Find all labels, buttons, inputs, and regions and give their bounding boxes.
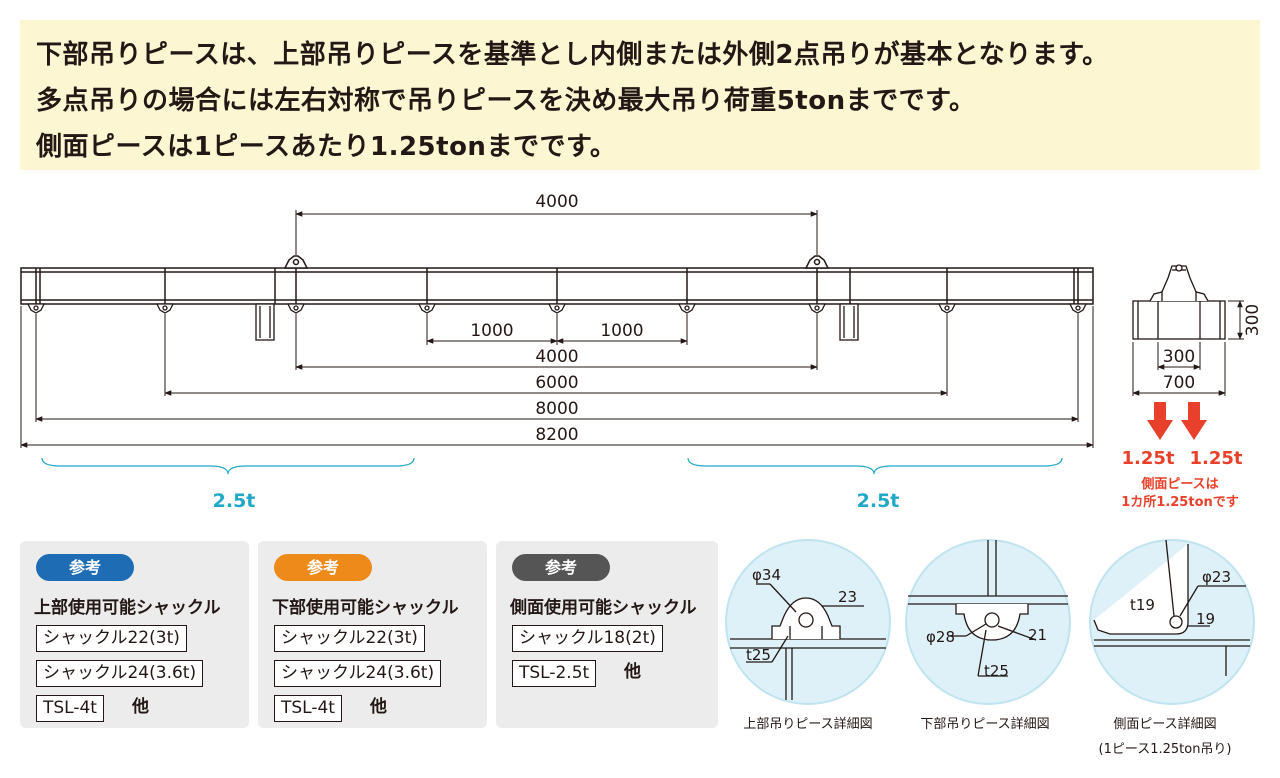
side-dim-300-width: 300 (1163, 347, 1195, 367)
detail1-phi34: φ34 (752, 566, 781, 584)
detail2-phi28: φ28 (926, 628, 955, 646)
detail2-caption: 下部吊りピース詳細図 (920, 716, 1049, 732)
shackle-item: TSL-4t (274, 695, 342, 722)
panel-title: 上部使用可能シャックル (34, 598, 221, 618)
side-dim-700: 700 (1163, 373, 1195, 393)
detail3-caption: 側面ピース詳細図 (1113, 716, 1216, 732)
load-braces (41, 457, 1063, 475)
detail2-t25: t25 (984, 662, 1009, 680)
shackle-item: シャックル18(2t) (512, 625, 663, 652)
shackle-item: シャックル22(3t) (36, 625, 187, 652)
shackle-item: シャックル24(3.6t) (36, 660, 204, 687)
beam-front-view (20, 267, 1094, 305)
badge-reference: 参考 (36, 554, 134, 581)
shackle-item: TSL-4t (36, 695, 104, 722)
detail3-phi23: φ23 (1202, 568, 1231, 586)
detail1-t25: t25 (746, 646, 771, 664)
bottom-lifting-pieces (26, 303, 1088, 314)
dim-4000: 4000 (535, 347, 578, 367)
side-pieces (255, 303, 859, 341)
banner-line-2: 多点吊りの場合には左右対称で吊りピースを決め最大吊り荷重5tonまでです。 (36, 86, 976, 116)
dim-8000: 8000 (535, 399, 578, 419)
dim-8200: 8200 (535, 425, 578, 445)
dim-1000-left: 1000 (470, 321, 513, 341)
side-load-arrows (1147, 402, 1207, 440)
dim-top-4000: 4000 (535, 192, 578, 212)
detail3-t19: t19 (1130, 596, 1155, 614)
panel-title: 側面使用可能シャックル (510, 598, 697, 618)
badge-reference: 参考 (274, 554, 372, 581)
side-note-line2: 1カ所1.25tonです (1121, 494, 1239, 510)
detail3-19: 19 (1196, 610, 1215, 628)
detail3-caption2: (1ピース1.25ton吊り) (1099, 742, 1232, 757)
shackle-item: TSL-2.5t (512, 660, 597, 687)
detail1-caption: 上部吊りピース詳細図 (743, 716, 872, 732)
side-load-left: 1.25t (1121, 448, 1174, 469)
other-label: 他 (132, 697, 149, 717)
detail-bottom-piece: φ28 21 t25 (905, 539, 1071, 705)
badge-reference: 参考 (512, 554, 610, 581)
arrow-down-right-icon (1181, 402, 1207, 440)
dim-6000: 6000 (535, 373, 578, 393)
shackle-item: シャックル24(3.6t) (274, 660, 442, 687)
panel-side-shackles: 参考 側面使用可能シャックル シャックル18(2t) TSL-2.5t 他 (496, 541, 718, 728)
detail2-21: 21 (1028, 626, 1047, 644)
shackle-item: シャックル22(3t) (274, 625, 425, 652)
banner-line-1: 下部吊りピースは、上部吊りピースを基準とし内側または外側2点吊りが基本となります… (36, 40, 1109, 70)
banner-line-3: 側面ピースは1ピースあたり1.25tonまでです。 (36, 132, 617, 162)
info-banner: 下部吊りピースは、上部吊りピースを基準とし内側または外側2点吊りが基本となります… (20, 20, 1260, 170)
side-dim-300-height: 300 (1243, 304, 1263, 336)
other-label: 他 (370, 697, 387, 717)
arrow-down-left-icon (1147, 402, 1173, 440)
load-right-label: 2.5t (857, 490, 900, 512)
top-lifting-piece-right (804, 255, 830, 269)
panel-bottom-shackles: 参考 下部使用可能シャックル シャックル22(3t) シャックル24(3.6t)… (258, 541, 487, 728)
detail-top-piece: φ34 23 t25 (725, 539, 891, 705)
load-left-label: 2.5t (213, 490, 256, 512)
detail1-23: 23 (838, 588, 857, 606)
panel-top-shackles: 参考 上部使用可能シャックル シャックル22(3t) シャックル24(3.6t)… (20, 541, 249, 728)
dim-1000-right: 1000 (600, 321, 643, 341)
top-lifting-piece-left (283, 255, 309, 269)
detail-side-piece: t19 φ23 19 (1089, 539, 1255, 705)
beam-side-view (1132, 264, 1226, 340)
side-note-line1: 側面ピースは (1140, 476, 1218, 492)
panel-title: 下部使用可能シャックル (272, 598, 459, 618)
other-label: 他 (624, 662, 641, 682)
side-load-right: 1.25t (1189, 448, 1242, 469)
